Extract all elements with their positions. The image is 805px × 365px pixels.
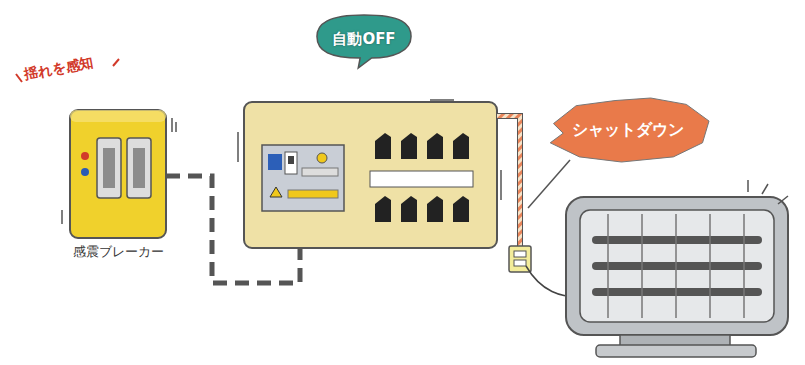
node-text: 感震ブレーカー bbox=[73, 243, 164, 261]
annotation-label: 揺れを感知 bbox=[23, 54, 95, 84]
power-cable bbox=[497, 116, 520, 246]
node-text: シャットダウン bbox=[572, 120, 684, 141]
seismic-breaker bbox=[62, 110, 176, 238]
speech-bubble: 自動OFF bbox=[316, 14, 412, 64]
electric-heater bbox=[566, 180, 788, 357]
node-text: 自動OFF bbox=[332, 30, 395, 49]
burst-callout: シャットダウン bbox=[547, 98, 709, 162]
breaker-unit: 感震ブレーカー bbox=[70, 110, 166, 238]
distribution-board bbox=[238, 100, 501, 248]
leader-line bbox=[528, 160, 570, 208]
